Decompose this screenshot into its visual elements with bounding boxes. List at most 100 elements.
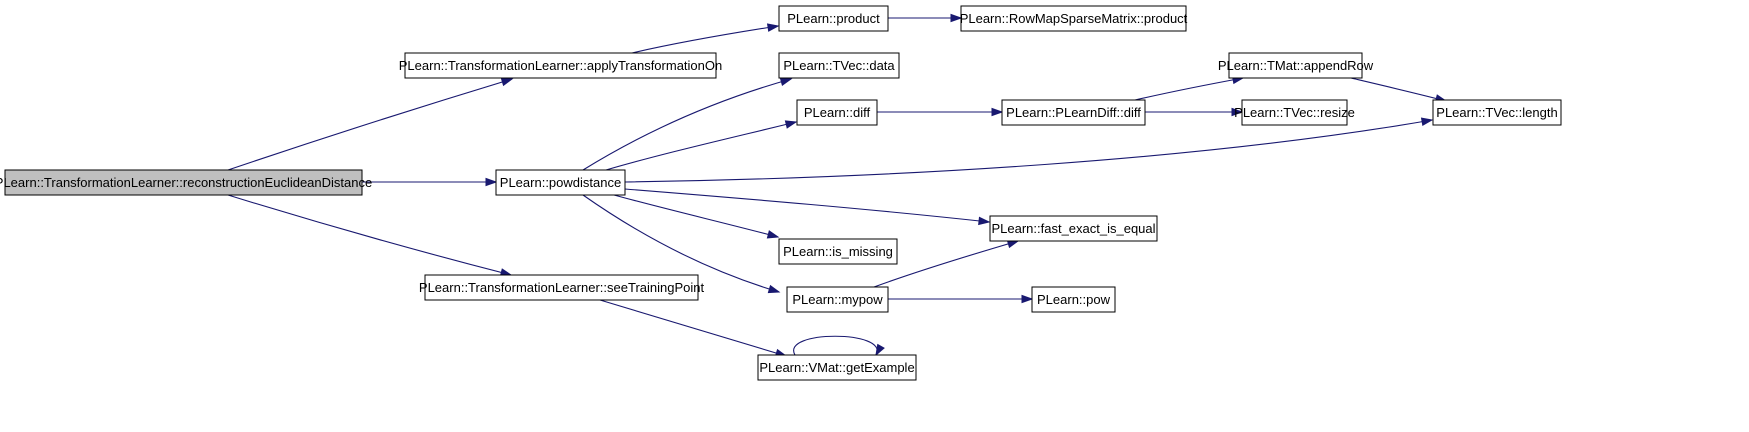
node-resize[interactable]: PLearn::TVec::resize [1234, 99, 1355, 126]
arrow-head-icon [1420, 117, 1434, 127]
node-label: PLearn::pow [1037, 292, 1111, 307]
node-diff[interactable]: PLearn::diff [796, 99, 878, 126]
edge-powdist-to-fastexact [624, 188, 991, 226]
edge-line [793, 335, 878, 356]
node-fastexact[interactable]: PLearn::fast_exact_is_equal [989, 215, 1158, 242]
node-pldiff[interactable]: PLearn::PLearnDiff::diff [1001, 99, 1146, 126]
edge-apply-to-product [631, 23, 780, 54]
arrow-head-icon [950, 13, 963, 23]
node-getex[interactable]: PLearn::VMat::getExample [757, 354, 917, 381]
arrow-head-icon [784, 120, 798, 129]
edge-seetp-to-getex [599, 299, 788, 358]
node-label: PLearn::powdistance [500, 175, 621, 190]
node-tvecdata[interactable]: PLearn::TVec::data [778, 52, 900, 79]
edge-line [227, 194, 512, 276]
node-box[interactable] [404, 52, 717, 79]
node-box[interactable] [786, 286, 889, 313]
edge-root-to-powdist [362, 177, 498, 187]
edge-powdist-to-diff [605, 120, 798, 171]
node-box[interactable] [495, 169, 626, 196]
node-box[interactable] [1241, 99, 1348, 126]
node-box[interactable] [1001, 99, 1146, 126]
edge-powdist-to-mypow [582, 194, 781, 294]
node-append[interactable]: PLearn::TMat::appendRow [1218, 52, 1374, 79]
node-box[interactable] [1228, 52, 1363, 79]
edge-line [582, 78, 792, 171]
edge-line [1134, 77, 1244, 101]
node-box[interactable] [778, 52, 900, 79]
edge-root-to-apply [227, 77, 514, 171]
arrow-head-icon [500, 77, 514, 87]
arrow-head-icon [1021, 294, 1034, 304]
edge-mypow-to-pow [888, 294, 1034, 304]
node-box[interactable] [778, 5, 889, 32]
node-box[interactable] [757, 354, 917, 381]
arrow-head-icon [779, 77, 793, 86]
node-label: PLearn::diff [804, 105, 871, 120]
node-label: PLearn::is_missing [783, 244, 893, 259]
node-label: PLearn::PLearnDiff::diff [1006, 105, 1141, 120]
node-box[interactable] [778, 238, 898, 265]
arrow-head-icon [767, 284, 781, 294]
node-ismissing[interactable]: PLearn::is_missing [778, 238, 898, 265]
edge-diff-to-pldiff [877, 107, 1004, 117]
node-seetp[interactable]: PLearn::TransformationLearner::seeTraini… [419, 274, 705, 301]
edge-root-to-seetp [227, 194, 513, 277]
node-length[interactable]: PLearn::TVec::length [1432, 99, 1562, 126]
node-label: PLearn::TransformationLearner::applyTran… [399, 58, 722, 73]
edge-line [599, 299, 787, 357]
node-box[interactable] [1432, 99, 1562, 126]
edge-append-to-length [1350, 77, 1448, 103]
edge-pldiff-to-resize [1145, 107, 1244, 117]
nodes-layer: PLearn::TransformationLearner::reconstru… [0, 5, 1562, 381]
edge-powdist-to-ismissing [613, 194, 780, 239]
arrow-head-icon [1231, 107, 1244, 117]
node-label: PLearn::TransformationLearner::seeTraini… [419, 280, 705, 295]
node-apply[interactable]: PLearn::TransformationLearner::applyTran… [399, 52, 722, 79]
edges-layer [227, 13, 1448, 358]
edge-line [605, 121, 797, 171]
edge-getex-to-getex [793, 335, 885, 357]
edge-line [227, 78, 513, 171]
node-label: PLearn::fast_exact_is_equal [991, 221, 1155, 236]
edge-product-to-rowmap [888, 13, 963, 23]
node-product[interactable]: PLearn::product [778, 5, 889, 32]
edge-line [1350, 77, 1447, 102]
node-box[interactable] [1031, 286, 1116, 313]
node-rowmap[interactable]: PLearn::RowMapSparseMatrix::product [960, 5, 1188, 32]
node-label: PLearn::TransformationLearner::reconstru… [0, 175, 372, 190]
edge-line [873, 240, 1019, 288]
arrow-head-icon [485, 177, 498, 187]
edge-line [624, 188, 990, 223]
node-powdist[interactable]: PLearn::powdistance [495, 169, 626, 196]
edge-powdist-to-tvecdata [582, 77, 793, 171]
node-label: PLearn::VMat::getExample [759, 360, 914, 375]
edge-powdist-to-length [624, 117, 1434, 183]
node-label: PLearn::TVec::resize [1234, 105, 1355, 120]
node-root[interactable]: PLearn::TransformationLearner::reconstru… [0, 169, 372, 196]
node-box[interactable] [424, 274, 699, 301]
node-label: PLearn::RowMapSparseMatrix::product [960, 11, 1188, 26]
node-label: PLearn::TVec::data [783, 58, 895, 73]
node-pow[interactable]: PLearn::pow [1031, 286, 1116, 313]
edge-line [631, 25, 779, 54]
node-box[interactable] [989, 215, 1158, 242]
root-node-box[interactable] [4, 169, 363, 196]
edge-line [613, 194, 779, 238]
node-label: PLearn::TMat::appendRow [1218, 58, 1374, 73]
node-box[interactable] [960, 5, 1187, 32]
node-label: PLearn::TVec::length [1436, 105, 1557, 120]
arrow-head-icon [766, 230, 780, 239]
arrow-head-icon [978, 216, 991, 226]
edge-pldiff-to-append [1134, 75, 1245, 101]
arrow-head-icon [766, 23, 780, 32]
arrow-head-icon [875, 343, 885, 357]
node-label: PLearn::mypow [792, 292, 883, 307]
node-label: PLearn::product [787, 11, 880, 26]
arrow-head-icon [991, 107, 1004, 117]
node-mypow[interactable]: PLearn::mypow [786, 286, 889, 313]
node-box[interactable] [796, 99, 878, 126]
edge-line [624, 119, 1433, 183]
edge-line [582, 194, 780, 293]
